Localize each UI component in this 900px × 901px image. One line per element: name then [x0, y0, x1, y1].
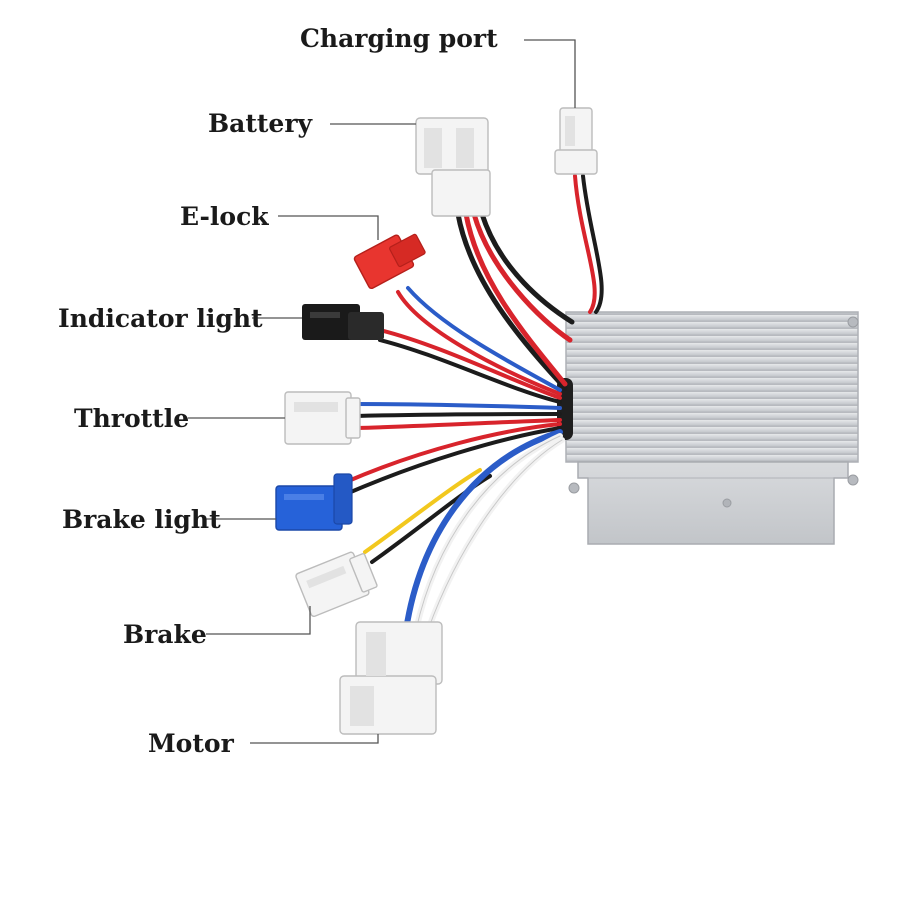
brake-latch [349, 553, 378, 593]
wire-throttle-red [354, 418, 562, 430]
battery-connector [415, 117, 491, 217]
wire-throttle-blue [354, 402, 562, 410]
label-throttle: Throttle [74, 404, 189, 433]
controller-screw-1 [847, 316, 859, 328]
wire-battery-red-2 [471, 211, 573, 343]
wire-motor-white-2-edge [427, 439, 563, 631]
leader-brake [206, 606, 311, 635]
wire-indicator-red [378, 328, 562, 400]
throttle-latch [345, 397, 361, 439]
controller-screw-2 [847, 474, 859, 486]
throttle-plug [284, 391, 352, 445]
indicator-latch [348, 312, 384, 340]
wire-throttle-black [354, 412, 562, 418]
brake-connector [295, 551, 378, 618]
label-e-lock: E-lock [180, 202, 269, 231]
label-battery: Battery [208, 109, 314, 138]
motor-plug-shade [350, 686, 374, 726]
label-charging-port: Charging port [300, 24, 498, 53]
wire-brakelight-black [344, 426, 562, 496]
brake-light-latch [333, 473, 353, 525]
brake-light-connector [275, 473, 353, 531]
labels: Charging port Battery E-lock Indicator l… [58, 24, 498, 758]
wire-bundle [344, 174, 604, 633]
leader-e-lock [278, 215, 379, 240]
controller-box [557, 311, 859, 545]
controller-top-face [565, 311, 859, 463]
wire-battery-black [455, 211, 568, 391]
brake-shade [306, 565, 347, 589]
controller-front-face [577, 461, 849, 545]
wire-indicator-black [378, 338, 562, 404]
leader-charging-port [524, 39, 576, 108]
label-indicator-light: Indicator light [58, 304, 263, 333]
charging-port-plug [559, 107, 593, 155]
controller-screw-3 [568, 482, 580, 494]
leader-lines [188, 39, 576, 744]
brake-light-highlight [284, 494, 324, 500]
motor-plug-shade-2 [366, 632, 386, 676]
throttle-connector [284, 391, 361, 445]
controller-rivet [722, 498, 732, 508]
label-motor: Motor [148, 729, 235, 758]
e-lock-connector [353, 233, 426, 290]
wire-charging-red [573, 174, 597, 314]
charging-port-connector [554, 107, 598, 175]
throttle-shade [294, 402, 338, 412]
leader-motor [250, 734, 379, 744]
label-brake-light: Brake light [62, 505, 221, 534]
wire-battery-red [463, 211, 568, 387]
charging-port-shade [565, 116, 575, 146]
wire-motor-white-edge [415, 435, 561, 631]
label-brake: Brake [123, 620, 207, 649]
wire-motor-blue [403, 429, 563, 633]
charging-port-base [554, 149, 598, 175]
e-lock-latch [389, 233, 426, 268]
battery-plug-shade-2 [456, 128, 474, 168]
battery-plug-bottom [431, 169, 491, 217]
battery-plug-shade [424, 128, 442, 168]
indicator-light-connector [302, 304, 384, 340]
wire-brakelight-red [344, 422, 562, 484]
wire-battery-black-2 [479, 211, 575, 325]
wire-elock-red [396, 290, 562, 396]
motor-connector [339, 621, 443, 735]
brake-light-plug [275, 485, 343, 531]
wire-brake-yellow [363, 468, 482, 554]
wire-elock-blue [406, 286, 562, 392]
wire-charging-black [581, 174, 604, 314]
indicator-highlight [310, 312, 340, 318]
